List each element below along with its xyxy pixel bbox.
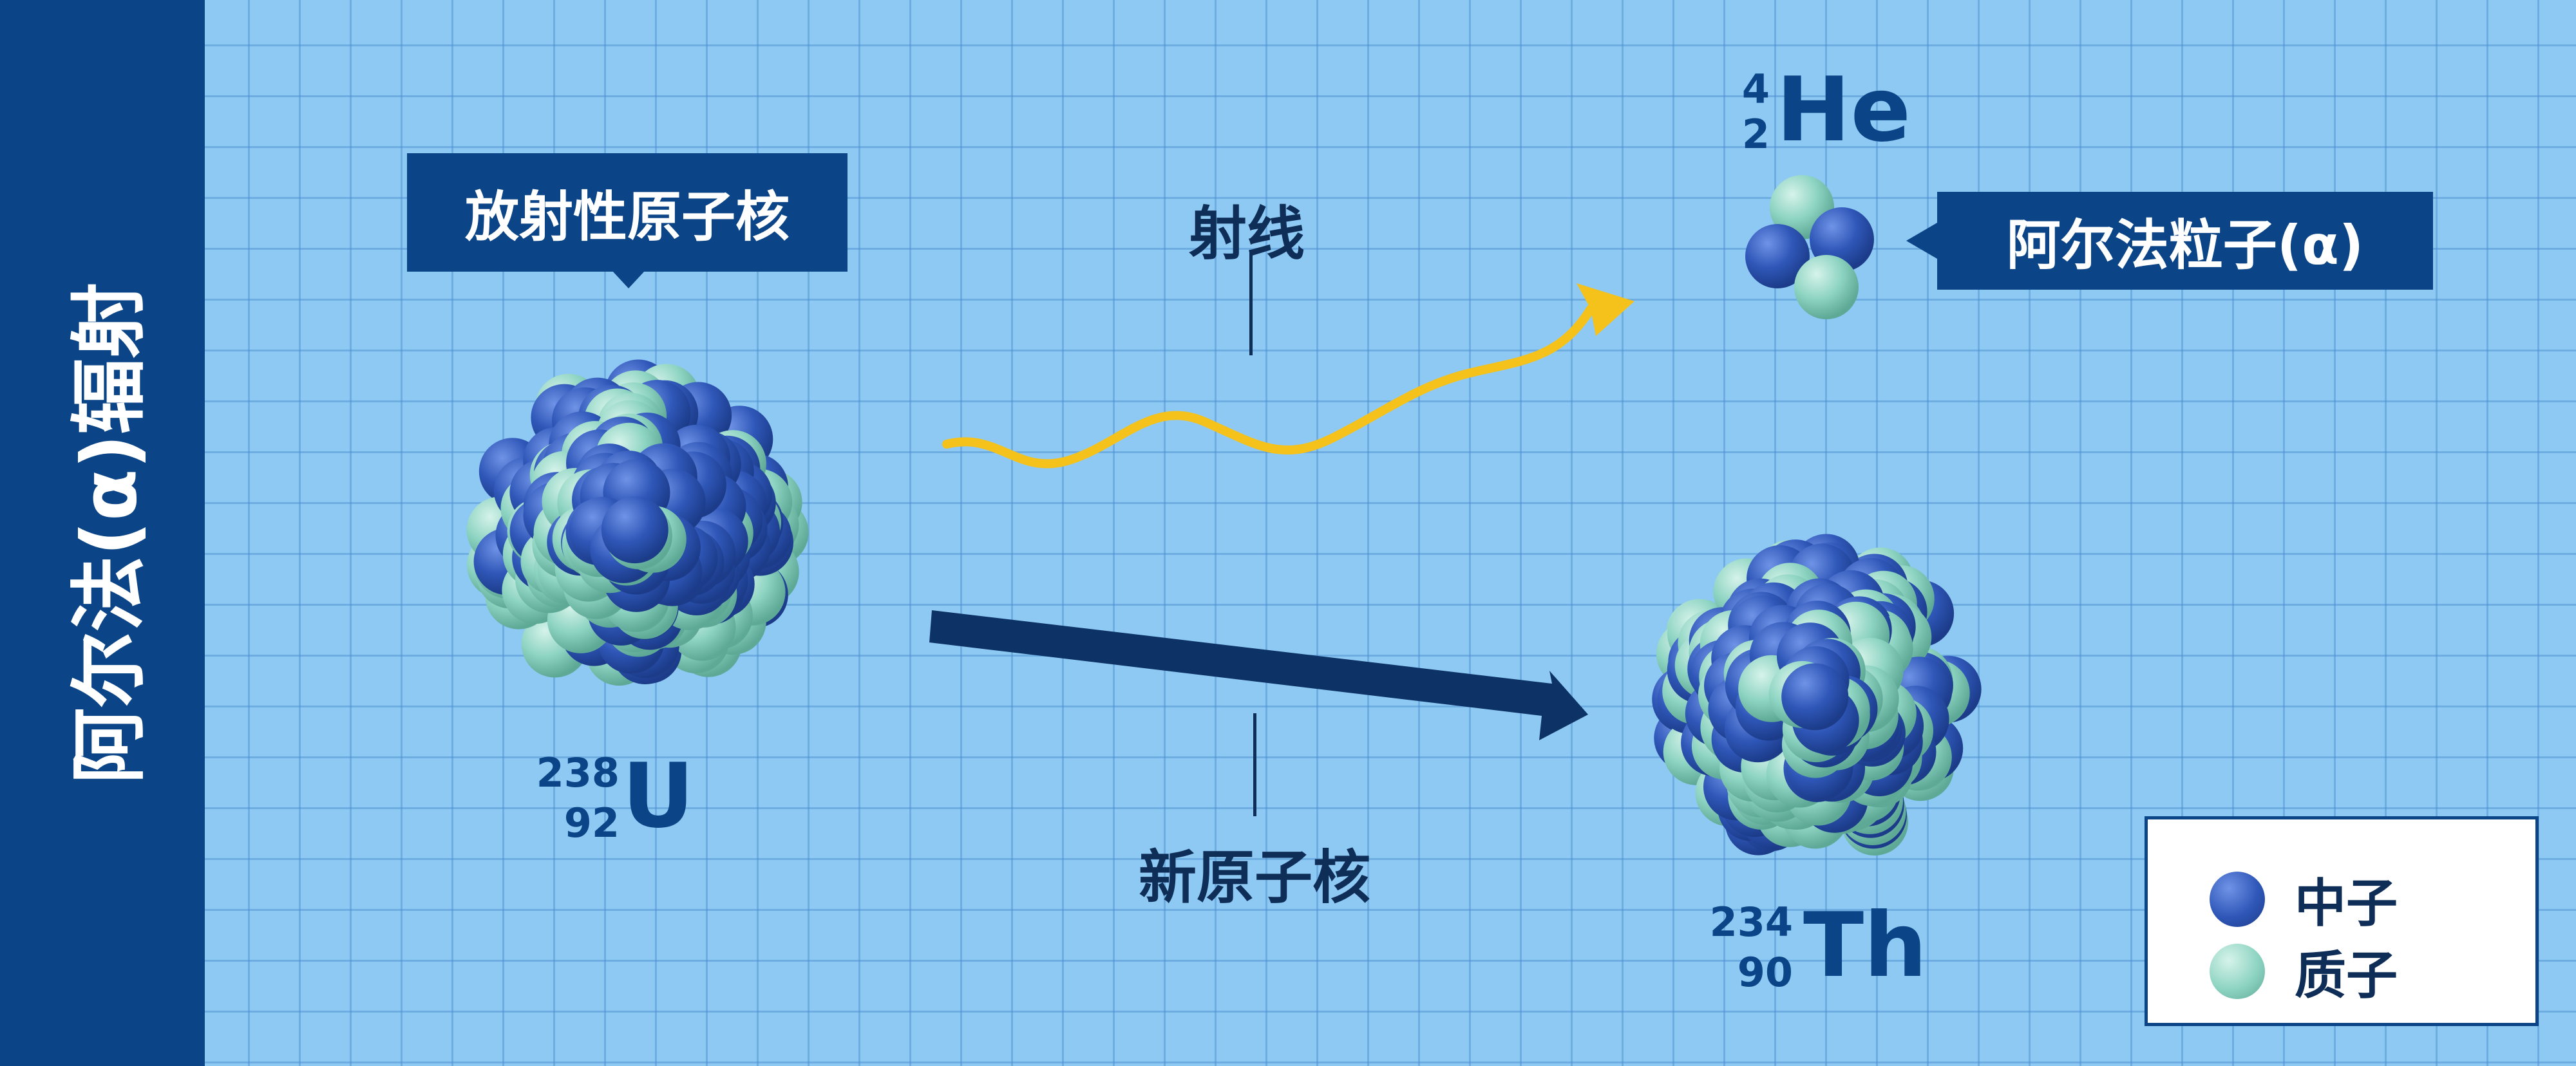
ray-arrowhead (1577, 283, 1634, 336)
neutron-ball (1781, 663, 1849, 731)
gamma-ray-wave (942, 304, 1595, 469)
thorium-atomic-number: 90 (1737, 949, 1793, 996)
helium-symbol: He (1776, 58, 1911, 162)
neutron-swatch (2210, 872, 2265, 927)
callout-alpha-particle: 阿尔法粒子(α) (1906, 192, 2433, 290)
uranium-atomic-number: 92 (564, 800, 620, 846)
uranium-nucleus (466, 359, 809, 686)
legend-label-neutron: 中子 (2295, 874, 2398, 933)
sidebar: 阿尔法(α)辐射 (0, 0, 205, 1066)
helium-atomic-number: 2 (1741, 111, 1770, 158)
new-nucleus-leader-line (1253, 713, 1256, 816)
thorium-numbers: 234 90 (1710, 902, 1793, 996)
ray-leader-line (1249, 250, 1253, 355)
uranium-symbol: U (622, 744, 695, 848)
uranium-numbers: 238 92 (536, 753, 620, 846)
thorium-symbol: Th (1803, 893, 1927, 997)
legend-label-proton: 质子 (2295, 946, 2398, 1005)
thorium-nucleus (1652, 534, 1982, 856)
thorium-mass-number: 234 (1709, 899, 1793, 946)
helium-nucleus (1745, 175, 1874, 319)
ray-label: 射线 (1189, 200, 1305, 268)
legend-item-neutron: 中子 (2210, 862, 2398, 937)
decay-arrow (929, 610, 1588, 740)
helium-numbers: 4 2 (1736, 66, 1770, 158)
new-nucleus-label: 新原子核 (1139, 844, 1370, 912)
neutron-ball (601, 496, 668, 564)
proton-ball (1794, 255, 1859, 319)
callout-radioactive-nucleus: 放射性原子核 (407, 153, 848, 288)
proton-swatch (2210, 944, 2265, 999)
legend-item-proton: 质子 (2210, 934, 2398, 1009)
legend: 中子 质子 (2145, 816, 2539, 1026)
neutron-ball (1745, 224, 1810, 288)
uranium-mass-number: 238 (536, 749, 620, 796)
helium-mass-number: 4 (1741, 66, 1770, 113)
